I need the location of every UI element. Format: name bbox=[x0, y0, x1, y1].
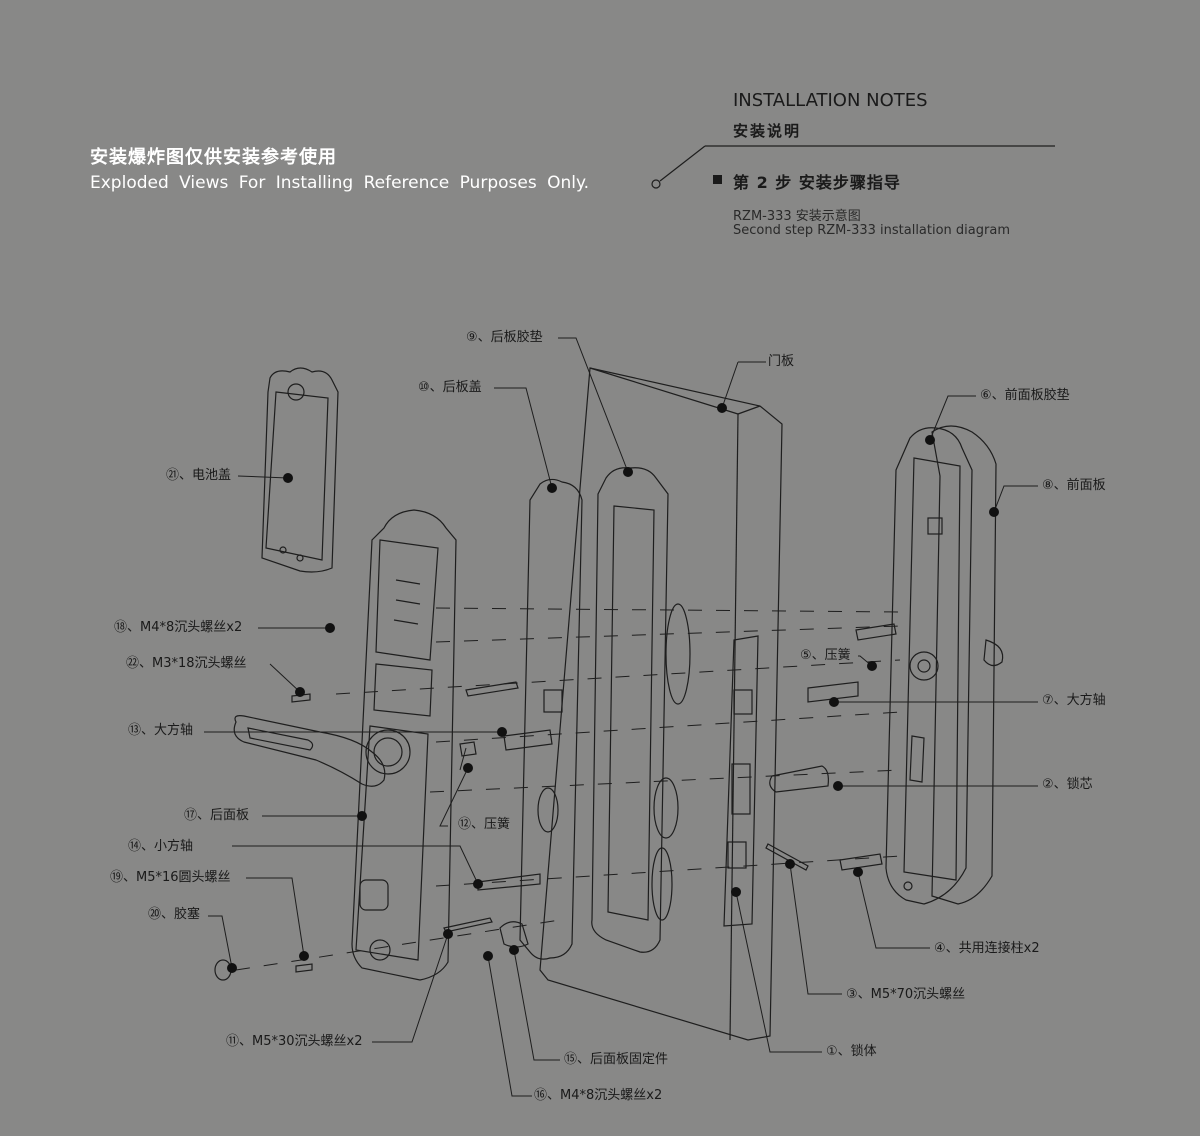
front-panel bbox=[903, 425, 1004, 905]
label-part-18: ⑱、M4*8沉头螺丝x2 bbox=[114, 620, 243, 635]
callout-dots bbox=[227, 403, 999, 973]
notes-subtitle: 安装说明 bbox=[733, 122, 802, 140]
label-part-16: ⑯、M4*8沉头螺丝x2 bbox=[534, 1088, 663, 1103]
axis-4 bbox=[435, 711, 901, 743]
label-door-panel: 门板 bbox=[768, 354, 795, 369]
label-part-21: ㉑、电池盖 bbox=[166, 468, 232, 483]
screws-shafts bbox=[214, 623, 897, 981]
step-title: 第 2 步 安装步骤指导 bbox=[733, 173, 901, 192]
lock-body bbox=[723, 635, 759, 927]
label-part-9: ⑨、后板胶垫 bbox=[466, 330, 543, 345]
front-panel-gasket bbox=[885, 427, 973, 905]
leader-p8 bbox=[993, 485, 1038, 513]
label-part-22: ㉒、M3*18沉头螺丝 bbox=[126, 656, 247, 671]
leader-door bbox=[721, 361, 739, 409]
header-title-cn: 安装爆炸图仅供安装参考使用 bbox=[90, 147, 337, 168]
label-part-6: ⑥、前面板胶垫 bbox=[980, 388, 1070, 403]
label-part-13: ⑬、大方轴 bbox=[128, 723, 194, 738]
leader-p5 bbox=[858, 655, 873, 667]
label-part-15: ⑮、后面板固定件 bbox=[564, 1052, 669, 1067]
label-part-19: ⑲、M5*16圆头螺丝 bbox=[110, 870, 231, 885]
label-part-17: ⑰、后面板 bbox=[184, 808, 250, 823]
battery-cover bbox=[261, 367, 339, 573]
leader-p16 bbox=[487, 955, 532, 1097]
label-part-4: ④、共用连接柱x2 bbox=[934, 941, 1040, 956]
header-title-en: Exploded Views For Installing Reference … bbox=[90, 173, 590, 193]
leader-p1 bbox=[735, 891, 822, 1053]
caption-cn: RZM-333 安装示意图 bbox=[733, 209, 861, 224]
axis-5 bbox=[429, 769, 901, 793]
label-part-11: ⑪、M5*30沉头螺丝x2 bbox=[226, 1034, 363, 1049]
back-cover-plate bbox=[519, 478, 583, 960]
label-part-20: ⑳、胶塞 bbox=[148, 907, 201, 922]
label-part-8: ⑧、前面板 bbox=[1042, 478, 1106, 493]
leader-p3 bbox=[789, 863, 842, 995]
leader-p20 bbox=[208, 915, 233, 969]
label-part-12: ⑫、压簧 bbox=[458, 817, 511, 832]
axis-1 bbox=[435, 607, 901, 613]
rear-gasket bbox=[591, 467, 669, 953]
leader-p21 bbox=[237, 475, 289, 479]
label-part-7: ⑦、大方轴 bbox=[1042, 693, 1106, 708]
leader-p10 bbox=[494, 387, 553, 489]
header-ring-icon bbox=[651, 179, 661, 189]
label-part-5: ⑤、压簧 bbox=[800, 648, 851, 663]
leader-p14 bbox=[232, 845, 479, 885]
label-part-14: ⑭、小方轴 bbox=[128, 839, 194, 854]
leader-p9 bbox=[558, 337, 629, 473]
leader-p11 bbox=[372, 933, 449, 1043]
label-part-10: ⑩、后板盖 bbox=[418, 380, 482, 395]
leader-p4 bbox=[857, 871, 930, 949]
leader-p22 bbox=[269, 663, 301, 693]
label-part-2: ②、锁芯 bbox=[1042, 777, 1093, 792]
caption-en: Second step RZM-333 installation diagram bbox=[733, 223, 1010, 238]
leader-p6 bbox=[929, 395, 976, 441]
leader-p15 bbox=[513, 949, 560, 1061]
axis-2 bbox=[435, 625, 901, 643]
notes-title: INSTALLATION NOTES bbox=[733, 90, 928, 111]
door-panel bbox=[539, 367, 783, 1041]
leader-p12 bbox=[439, 767, 469, 827]
label-part-3: ③、M5*70沉头螺丝 bbox=[846, 987, 966, 1002]
axis-7 bbox=[235, 919, 561, 971]
axis-3 bbox=[335, 659, 901, 695]
lever-handle bbox=[233, 715, 386, 787]
leader-p19 bbox=[246, 877, 305, 957]
header-diagonal bbox=[659, 145, 706, 182]
axis-6 bbox=[435, 855, 901, 887]
label-part-1: ①、锁体 bbox=[826, 1044, 877, 1059]
step-bullet-icon bbox=[713, 175, 722, 184]
rear-panel bbox=[351, 509, 457, 981]
